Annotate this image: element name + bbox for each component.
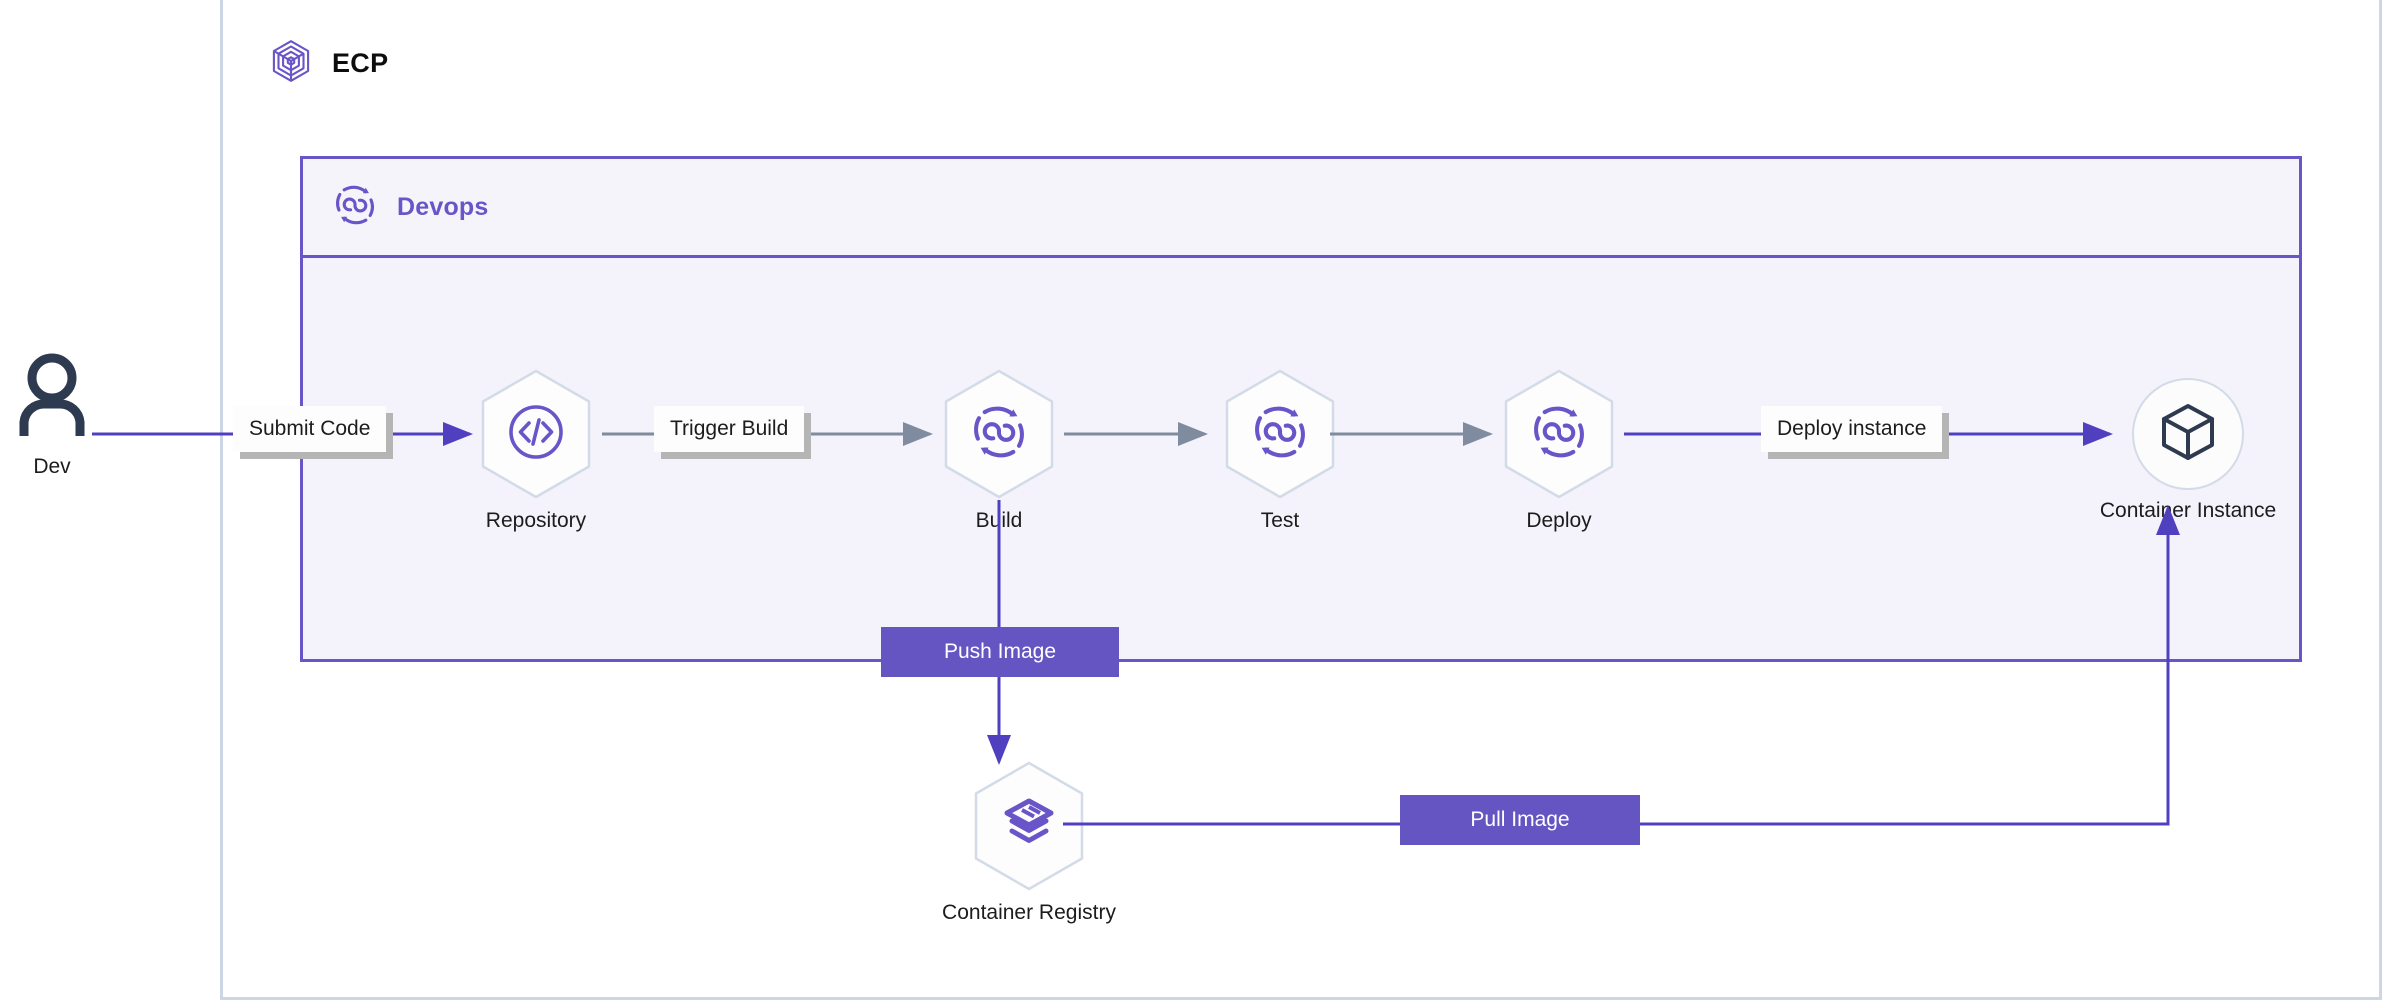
- devops-infinity-icon: [333, 183, 377, 232]
- edge-label-pull-image[interactable]: Pull Image: [1400, 795, 1640, 845]
- hexagon-spiral-icon: [268, 38, 314, 89]
- person-icon: [16, 352, 88, 445]
- node-test[interactable]: Test: [1200, 368, 1360, 533]
- actor-dev-label: Dev: [33, 455, 71, 478]
- node-repository-label: Repository: [485, 509, 587, 532]
- node-container-instance-label: Container Instance: [2099, 499, 2277, 522]
- node-deploy-label: Deploy: [1526, 509, 1592, 532]
- node-container-registry-label: Container Registry: [942, 901, 1116, 924]
- edge-label-trigger-build[interactable]: Trigger Build: [654, 406, 805, 452]
- layered-stack-icon: [998, 793, 1060, 860]
- edge-label-deploy-instance[interactable]: Deploy instance: [1761, 406, 1943, 452]
- devops-infinity-icon: [970, 403, 1028, 466]
- repository-hexagon: [477, 368, 595, 500]
- node-test-label: Test: [1260, 509, 1300, 532]
- actor-dev: Dev: [0, 352, 104, 479]
- deploy-hexagon: [1500, 368, 1618, 500]
- code-brackets-icon: [506, 402, 566, 467]
- node-build-label: Build: [975, 509, 1023, 532]
- test-hexagon: [1221, 368, 1339, 500]
- devops-infinity-icon: [1530, 403, 1588, 466]
- node-container-instance[interactable]: Container Instance: [2088, 378, 2288, 523]
- devops-panel-header: Devops: [303, 159, 2299, 258]
- edge-label-push-image[interactable]: Push Image: [881, 627, 1119, 677]
- ecp-header: ECP: [268, 38, 388, 89]
- cube-icon: [2160, 402, 2216, 467]
- node-deploy[interactable]: Deploy: [1479, 368, 1639, 533]
- edge-label-submit-code[interactable]: Submit Code: [233, 406, 387, 452]
- build-hexagon: [940, 368, 1058, 500]
- devops-infinity-icon: [1251, 403, 1309, 466]
- node-build[interactable]: Build: [919, 368, 1079, 533]
- node-repository[interactable]: Repository: [456, 368, 616, 533]
- ecp-title: ECP: [332, 48, 389, 78]
- container-registry-hexagon: [970, 760, 1088, 892]
- container-instance-circle: [2132, 378, 2244, 490]
- devops-title: Devops: [397, 192, 489, 221]
- node-container-registry[interactable]: Container Registry: [919, 760, 1139, 925]
